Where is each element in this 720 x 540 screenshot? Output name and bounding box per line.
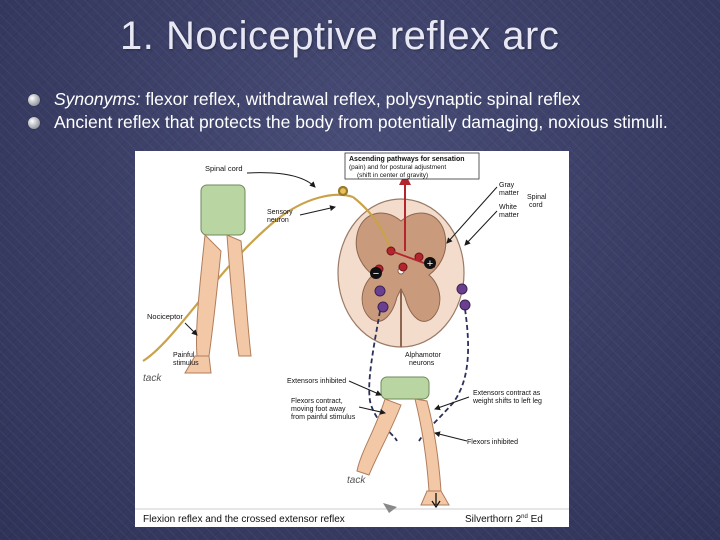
figure-caption: Flexion reflex and the crossed extensor … xyxy=(135,508,569,525)
label-nociceptor: Nociceptor xyxy=(147,312,183,321)
label-painful: Painful xyxy=(173,352,195,359)
label-flexors-inhibited: Flexors inhibited xyxy=(467,439,518,446)
bullet-icon xyxy=(28,94,40,106)
label-spinal: Spinal xyxy=(527,194,547,201)
label-neurons: neurons xyxy=(409,360,435,367)
label-tack-upper: tack xyxy=(143,373,162,384)
label-arrows xyxy=(184,172,498,442)
label-white: White xyxy=(499,204,517,211)
label-extensors-contract-1: Extensors contract as xyxy=(473,390,541,397)
label-gray-matter: matter xyxy=(499,190,520,197)
reflex-arc-figure: − + xyxy=(135,151,569,527)
bullet-item-synonyms: Synonyms: flexor reflex, withdrawal refl… xyxy=(28,88,698,111)
synapse-markers: − + xyxy=(370,257,436,280)
bullet-text: flexor reflex, withdrawal reflex, polysy… xyxy=(140,89,581,109)
alpha-motor-neurons xyxy=(374,283,471,313)
credit-text: Silverthorn 2nd Ed xyxy=(465,514,543,525)
label-gray: Gray xyxy=(499,182,515,189)
label-flexors-contract-2: moving foot away xyxy=(291,406,346,413)
svg-text:+: + xyxy=(427,258,433,270)
label-ascending-3: (shift in center of gravity) xyxy=(357,172,428,179)
label-extensors-contract-2: weight shifts to left leg xyxy=(472,398,542,405)
caption-text: Flexion reflex and the crossed extensor … xyxy=(143,514,345,525)
label-ascending-2: (pain) and for postural adjustment xyxy=(349,164,446,171)
label-flexors-contract-3: from painful stimulus xyxy=(291,414,356,421)
label-tack-lower: tack xyxy=(347,475,366,486)
label-extensors-inhibited: Extensors inhibited xyxy=(287,378,346,385)
label-ascending-1: Ascending pathways for sensation xyxy=(349,156,465,163)
label-stimulus: stimulus xyxy=(173,360,199,367)
bullet-item-description: Ancient reflex that protects the body fr… xyxy=(28,111,698,134)
svg-text:−: − xyxy=(373,268,379,280)
bullet-text: Ancient reflex that protects the body fr… xyxy=(54,112,668,132)
slide-title: 1. Nociceptive reflex arc xyxy=(120,14,560,58)
bullet-lead: Synonyms: xyxy=(54,89,141,109)
label-cord: cord xyxy=(529,202,543,209)
standing-leg-illustration xyxy=(184,184,252,374)
label-alphamotor: Alphamotor xyxy=(405,352,441,359)
withdrawal-legs-illustration xyxy=(356,376,450,513)
label-sensory: Sensory xyxy=(267,209,293,216)
label-white-matter: matter xyxy=(499,212,520,219)
label-spinal-cord: Spinal cord xyxy=(205,164,243,173)
bullet-icon xyxy=(28,117,40,129)
spinal-cord-cross-section xyxy=(337,198,465,348)
label-flexors-contract-1: Flexors contract, xyxy=(291,398,343,405)
label-neuron: neuron xyxy=(267,217,289,224)
bullet-list: Synonyms: flexor reflex, withdrawal refl… xyxy=(28,88,698,134)
down-arrow-icon xyxy=(431,493,441,509)
ascending-callout-box xyxy=(344,152,480,180)
